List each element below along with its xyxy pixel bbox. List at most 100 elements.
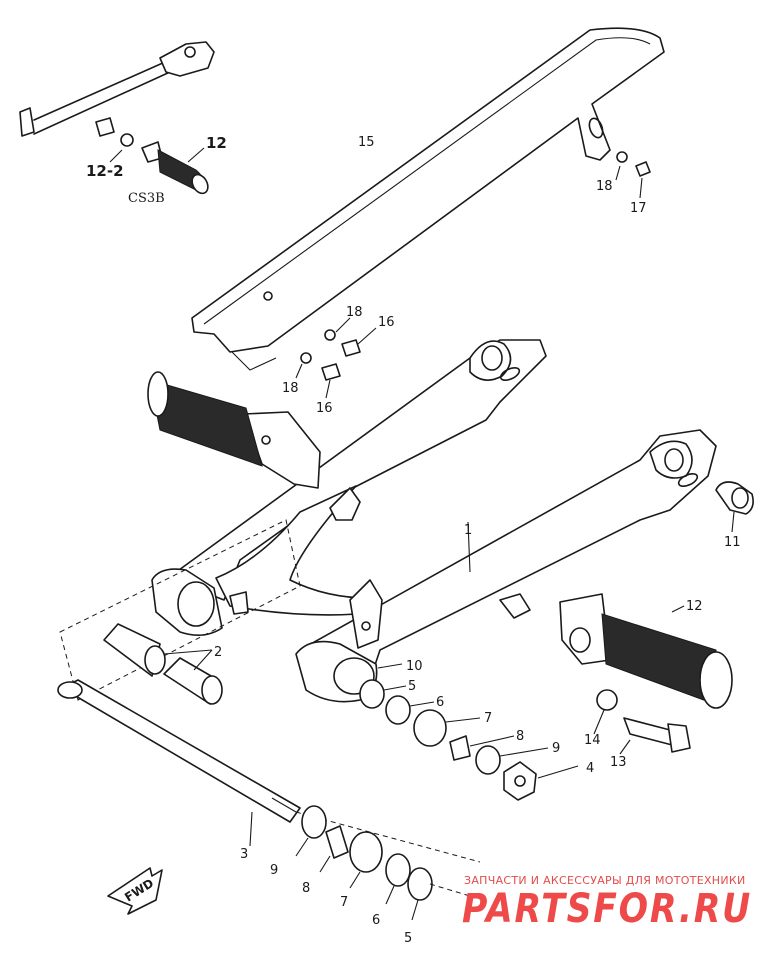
leader-1 [467,521,471,573]
inset-footrest-end [191,173,209,195]
leader-9-lower [295,837,309,857]
washer-6-right [385,695,411,725]
footrest-left [147,371,321,489]
callout-10: 10 [406,659,423,674]
callout-7-lower: 7 [340,895,348,910]
swing-arm-tab [229,591,249,615]
pivot-shaft-thread [271,793,301,813]
callout-18-top: 18 [596,179,613,194]
nut-4-bore [514,775,526,787]
bushing-group-outline [59,519,301,701]
lower-dash-line [429,883,471,897]
pivot-bushings [59,519,301,705]
footrest-left-end [147,371,169,417]
bolt-16-lower [321,363,341,381]
swing-arm-right-slot [677,473,699,487]
watermark: ЗАПЧАСТИ И АКСЕССУАРЫ ДЛЯ МОТОТЕХНИКИ PA… [462,874,752,932]
bushing-2-b-end [201,675,223,705]
bushing-11-bore [731,487,749,509]
callout-9-lower: 9 [270,863,278,878]
inset-bracket [159,41,215,77]
chain-case-fasteners [295,151,651,399]
callout-11: 11 [724,535,741,550]
pivot-shaft-body [61,679,301,823]
washer-5-right [359,679,385,709]
washer-6-lower [385,853,411,887]
inset-leader-12-2 [109,149,123,163]
callout-13: 13 [610,755,627,770]
chain-case-hole [263,291,273,301]
pivot-shaft [57,679,481,863]
washer-18-mid [324,329,336,341]
callout-5-right: 5 [408,679,416,694]
spacer-8-right [449,735,471,761]
washer-18-top [616,151,628,163]
chain-case-slot [588,117,604,139]
washer-7-lower [349,831,383,873]
swing-arm-left-slot [499,367,521,381]
leader-3 [249,811,253,847]
bushing-2-a-end [144,645,166,675]
leader-10 [377,663,403,669]
callout-14: 14 [584,733,601,748]
washer-9-lower [301,805,327,839]
swing-arm-bracket [329,487,361,521]
inset-frame-stub [19,107,35,137]
callout-16-upper: 16 [378,315,395,330]
leader-16-upper [357,327,377,345]
washer-5-lower [407,867,433,901]
callout-4: 4 [586,761,594,776]
inset-cs3b: 12 12-2 CS3B [19,41,227,206]
fwd-indicator: FWD [107,867,163,915]
pivot-shaft-head [57,681,83,699]
leader-9-right [499,747,549,757]
chain-case-body [191,27,665,353]
callout-18-low: 18 [282,381,299,396]
callout-17: 17 [630,201,647,216]
callout-3: 3 [240,847,248,862]
leader-18-top [615,165,621,181]
callout-9-right: 9 [552,741,560,756]
model-label: CS3B [128,191,165,206]
callout-8-lower: 8 [302,881,310,896]
leader-8-lower [319,855,331,873]
footrest-right-eye [569,627,591,653]
leader-18-mid [335,317,351,333]
inset-washer [120,133,134,147]
washer-stack-lower [295,805,471,921]
bolt-16-upper [341,339,361,357]
watermark-caption: ЗАПЧАСТИ И АКСЕССУАРЫ ДЛЯ МОТОТЕХНИКИ [464,874,746,887]
leader-18-low [295,363,303,379]
callout-12-inset: 12 [206,134,227,152]
washer-9-right [475,745,501,775]
washer-14 [596,689,618,711]
inset-clip [95,117,115,137]
callout-1: 1 [464,523,472,538]
fwd-arrow [107,867,163,915]
leader-11 [731,511,735,533]
leader-17 [639,177,643,199]
watermark-brand: PARTSFOR.RU [462,886,752,932]
swing-arm-left-bushing [481,345,503,371]
bolt-17 [635,161,651,177]
callout-6-lower: 6 [372,913,380,928]
spacer-8-lower [325,825,349,859]
callout-18-mid: 18 [346,305,363,320]
leader-7-right [445,717,481,723]
leader-7-lower [349,871,361,889]
bolt-13-shank [623,717,677,747]
callout-6-right: 6 [436,695,444,710]
footrest-right-end [699,651,733,709]
callout-16-lower: 16 [316,401,333,416]
washer-18-low [300,352,312,364]
callout-7-right: 7 [484,711,492,726]
leader-13 [619,739,631,755]
callout-12: 12 [686,599,703,614]
swing-arm-right-bushing [664,448,684,472]
swing-arm-gusset [349,579,383,649]
callout-15: 15 [358,135,375,150]
leader-6-lower [385,885,395,905]
footrest-left-bracket [243,411,321,489]
